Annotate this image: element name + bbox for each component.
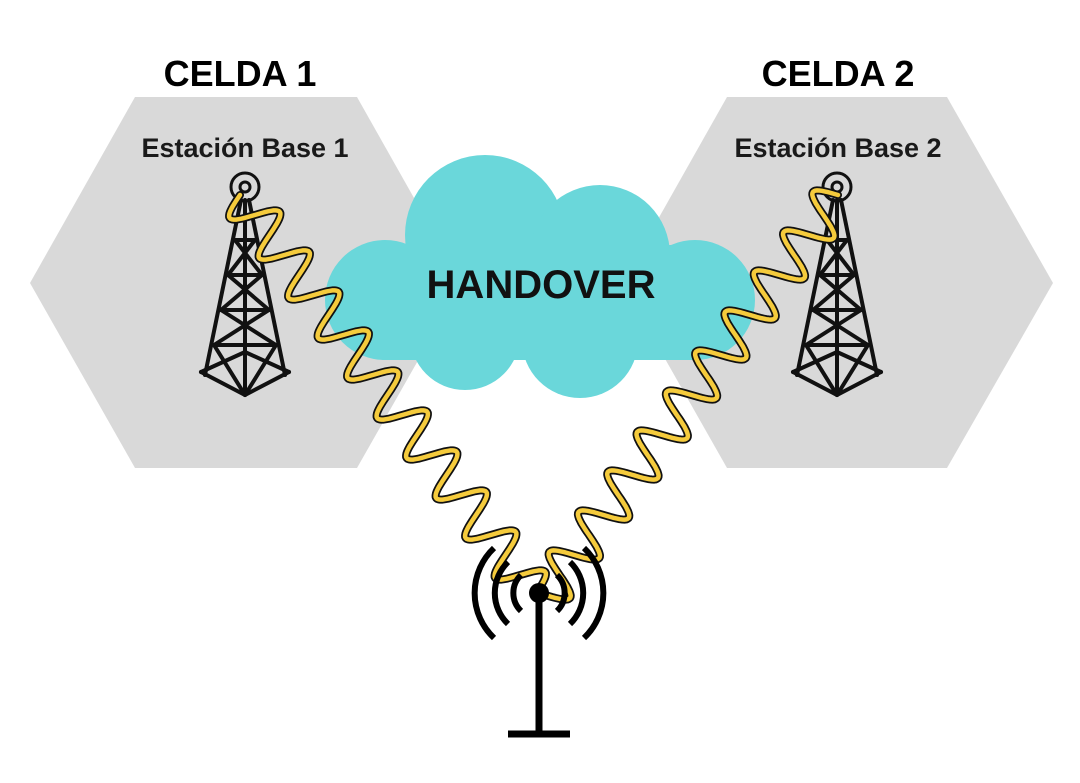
cell-1-title: CELDA 1 [164, 53, 317, 94]
base-station-1-label: Estación Base 1 [141, 133, 348, 163]
handover-label: HANDOVER [427, 263, 656, 307]
cloud-shape [325, 155, 755, 398]
base-station-2-label: Estación Base 2 [734, 133, 941, 163]
mobile-antenna-icon [471, 545, 607, 738]
cell-tower-icon [199, 171, 291, 397]
cell-2-title: CELDA 2 [762, 53, 915, 94]
signal-wave [225, 191, 550, 599]
signal-wave [541, 186, 842, 604]
